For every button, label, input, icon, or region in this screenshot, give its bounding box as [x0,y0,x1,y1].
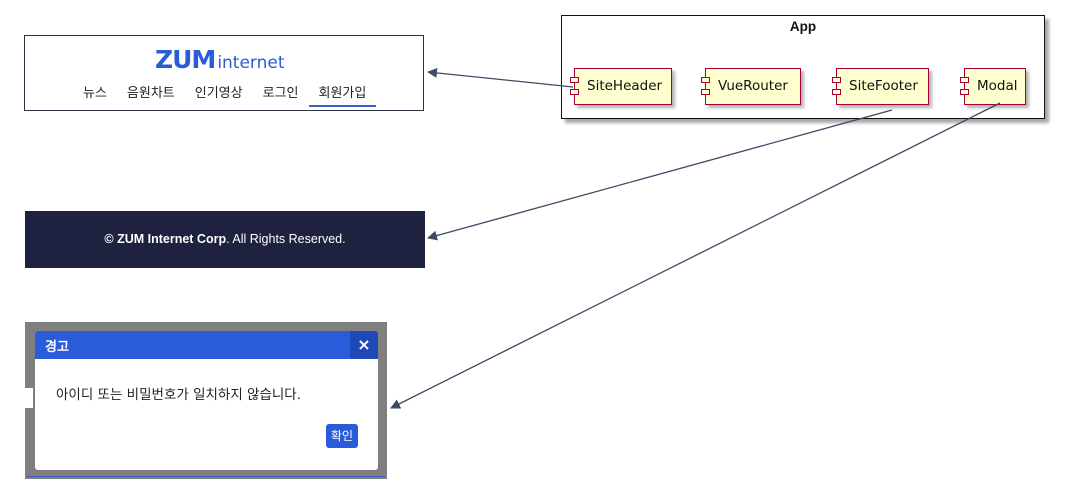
arrow-modal-to-modal [390,102,1001,409]
background-underline [27,476,385,477]
component-label: Modal [977,78,1018,94]
component-label: SiteHeader [587,78,663,94]
modal-title: 경고 [45,340,69,355]
component-label: SiteFooter [849,78,918,94]
logo-light-text: internet [217,53,285,73]
nav-login[interactable]: 로그인 [262,86,299,101]
confirm-button[interactable]: 확인 [325,424,358,448]
component-tab [960,77,969,83]
modal-header: 경고 × [35,331,378,359]
modal-message: 아이디 또는 비밀번호가 일치하지 않습니다. [56,387,302,403]
site-footer-screenshot: © ZUM Internet Corp. All Rights Reserved… [25,211,425,268]
logo-bold-text: ZUM [155,45,216,74]
component-tab [701,77,710,83]
arrow-siteheader-to-header [427,67,574,88]
nav-music-chart[interactable]: 음원차트 [126,86,175,101]
app-title: App [789,19,817,34]
nav-signup[interactable]: 회원가입 [308,82,377,107]
footer-copyright-bold: © ZUM Internet Corp [104,232,227,246]
arrow-sitefooter-to-footer [427,109,893,241]
footer-copyright: © ZUM Internet Corp. All Rights Reserved… [25,232,425,246]
header-nav: 뉴스 음원차트 인기영상 로그인 회원가입 [73,82,377,107]
component-tab [701,89,710,95]
component-sitefooter: SiteFooter [832,68,929,105]
component-tab [570,89,579,95]
component-tab [832,89,841,95]
component-tab [570,77,579,83]
modal-screenshot: 경고 × 아이디 또는 비밀번호가 일치하지 않습니다. 확인 [25,322,387,479]
nav-popular-video[interactable]: 인기영상 [194,86,243,101]
nav-news[interactable]: 뉴스 [83,86,107,101]
component-vuerouter: VueRouter [701,68,801,105]
component-tab [960,89,969,95]
footer-copyright-rest: . All Rights Reserved. [226,232,346,246]
close-icon[interactable]: × [350,331,378,359]
app-container: App SiteHeader VueRouter SiteFooter Moda… [561,15,1045,119]
alert-modal: 경고 × 아이디 또는 비밀번호가 일치하지 않습니다. 확인 [35,331,378,470]
component-label: VueRouter [718,78,788,94]
component-modal: Modal [960,68,1026,105]
background-fragment [25,388,33,408]
component-siteheader: SiteHeader [570,68,672,105]
component-tab [832,77,841,83]
